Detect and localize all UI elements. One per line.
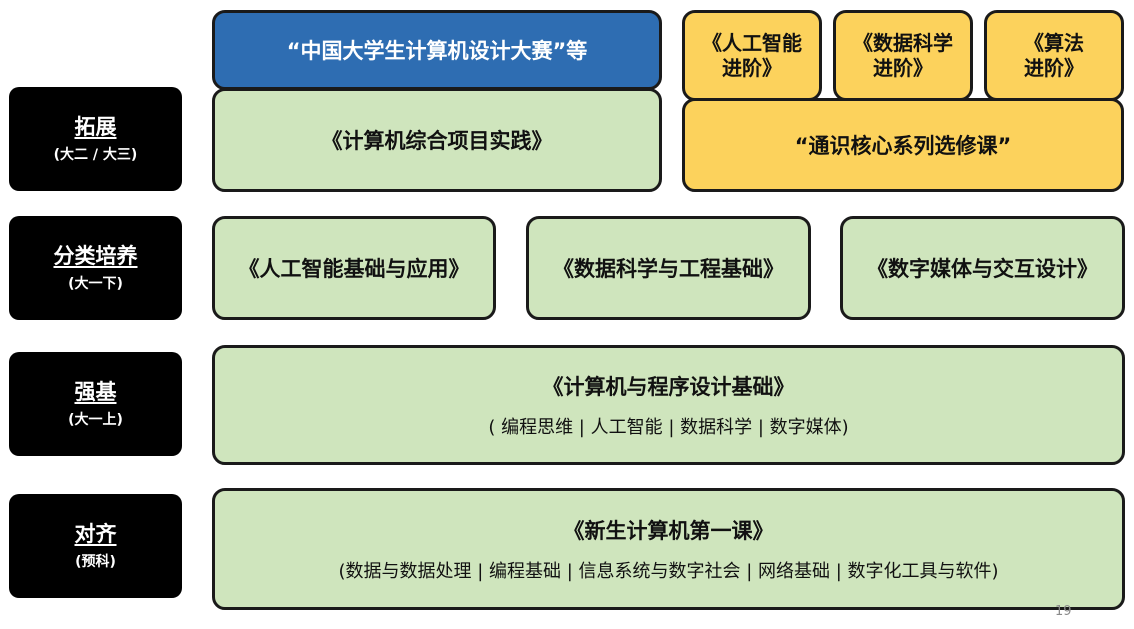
level-subtitle: (大一下) xyxy=(68,276,123,293)
course-digital-media-text: 《数字媒体与交互设计》 xyxy=(867,257,1098,281)
advanced-data-science-box: 《数据科学 进阶》 xyxy=(833,10,973,101)
freshman-course-title: 《新生计算机第一课》 xyxy=(563,519,774,543)
advanced-ai-line2: 进阶》 xyxy=(722,55,782,80)
project-practice-box: 《计算机综合项目实践》 xyxy=(212,88,662,192)
course-data-science-text: 《数据科学与工程基础》 xyxy=(553,257,784,281)
advanced-ai-line1: 《人工智能 xyxy=(702,30,802,55)
level-subtitle: (大一上) xyxy=(68,412,123,429)
course-data-science-box: 《数据科学与工程基础》 xyxy=(526,216,811,320)
course-ai-basics-box: 《人工智能基础与应用》 xyxy=(212,216,496,320)
freshman-course-box: 《新生计算机第一课》 (数据与数据处理 | 编程基础 | 信息系统与数字社会 |… xyxy=(212,488,1125,610)
foundation-course-box: 《计算机与程序设计基础》 ( 编程思维 | 人工智能 | 数据科学 | 数字媒体… xyxy=(212,345,1125,465)
advanced-algorithm-line2: 进阶》 xyxy=(1024,55,1084,80)
advanced-ai-box: 《人工智能 进阶》 xyxy=(682,10,822,101)
page-number: 19 xyxy=(1055,604,1072,619)
advanced-algorithm-box: 《算法 进阶》 xyxy=(984,10,1124,101)
level-label-qiangji: 强基 (大一上) xyxy=(9,352,182,456)
contest-text: “中国大学生计算机设计大赛”等 xyxy=(286,39,588,63)
general-core-elective-box: “通识核心系列选修课” xyxy=(682,98,1124,192)
foundation-course-topics: ( 编程思维 | 人工智能 | 数据科学 | 数字媒体) xyxy=(488,417,849,438)
foundation-course-title: 《计算机与程序设计基础》 xyxy=(542,375,795,399)
course-ai-basics-text: 《人工智能基础与应用》 xyxy=(238,257,470,281)
level-title: 对齐 xyxy=(74,521,117,546)
freshman-course-topics: (数据与数据处理 | 编程基础 | 信息系统与数字社会 | 网络基础 | 数字化… xyxy=(338,561,999,582)
contest-box: “中国大学生计算机设计大赛”等 xyxy=(212,10,662,90)
level-title: 强基 xyxy=(74,379,117,404)
project-practice-text: 《计算机综合项目实践》 xyxy=(321,129,553,153)
advanced-data-science-line1: 《数据科学 xyxy=(853,30,953,55)
level-title: 分类培养 xyxy=(53,243,138,268)
level-title: 拓展 xyxy=(74,114,117,139)
level-label-tuozhan: 拓展 (大二 / 大三) xyxy=(9,87,182,191)
level-subtitle: (预科) xyxy=(75,554,116,571)
advanced-data-science-line2: 进阶》 xyxy=(873,55,933,80)
general-core-elective-text: “通识核心系列选修课” xyxy=(794,134,1012,158)
course-digital-media-box: 《数字媒体与交互设计》 xyxy=(840,216,1125,320)
advanced-algorithm-line1: 《算法 xyxy=(1024,30,1084,55)
level-subtitle: (大二 / 大三) xyxy=(53,147,138,164)
level-label-fenlei: 分类培养 (大一下) xyxy=(9,216,182,320)
level-label-duiqi: 对齐 (预科) xyxy=(9,494,182,598)
